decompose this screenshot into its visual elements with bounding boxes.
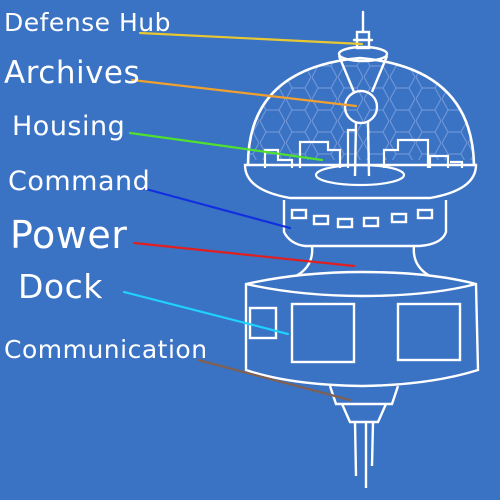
leader-line-command [140,186,292,230]
dock-module [244,270,480,388]
leader-line-housing [128,131,324,162]
label-power: Power [10,213,128,257]
label-defense-hub: Defense Hub [4,8,172,37]
archives-core [337,45,389,177]
label-command: Command [8,166,151,197]
leader-line-archives [130,78,358,108]
leader-line-dock [122,290,290,336]
label-archives: Archives [4,55,141,91]
communication-antenna [328,385,400,488]
label-communication: Communication [4,335,208,364]
housing-blocks [263,128,464,187]
leader-line-defense-hub [138,31,364,46]
defense-hub-spire [352,10,374,50]
leader-lines [122,31,364,402]
command-ring [243,163,478,248]
label-housing: Housing [12,111,126,142]
leader-line-communication [196,358,352,402]
label-dock: Dock [18,267,103,306]
dome [246,56,476,166]
leader-line-power [132,241,356,268]
